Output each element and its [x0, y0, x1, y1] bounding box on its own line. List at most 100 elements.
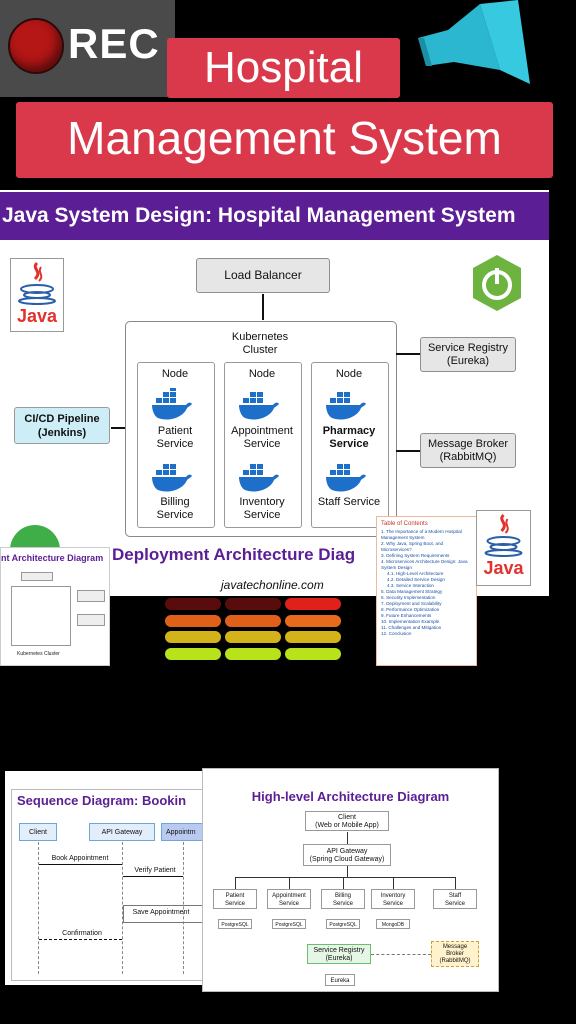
docker-icon: [152, 464, 192, 492]
eq-bar: [225, 631, 281, 643]
seq-msg-4: Confirmation: [62, 930, 102, 937]
seq-appointment: Appointm: [161, 823, 204, 841]
sequence-diagram-panel: Sequence Diagram: Bookin Client API Gate…: [5, 771, 206, 985]
toc-item[interactable]: 4.2. Detailed Service Design: [387, 577, 445, 582]
kubernetes-cluster: [125, 321, 397, 537]
seq-lifeline: [183, 842, 184, 974]
hl-bus: [235, 877, 455, 878]
java-logo: Java: [10, 258, 64, 332]
toc-item[interactable]: 11. Challenges and Mitigation: [381, 625, 442, 630]
seq-gateway: API Gateway: [89, 823, 155, 841]
node-label: Node: [248, 368, 276, 380]
site-label: javatechonline.com: [221, 578, 324, 592]
eq-bar: [225, 615, 281, 627]
pharmacy-service-label: Pharmacy Service: [322, 425, 376, 450]
record-dot-icon: [8, 18, 64, 74]
node-2: [224, 362, 302, 528]
high-level-diagram-panel: High-level Architecture Diagram Client (…: [202, 768, 499, 992]
thumb-registry: [77, 590, 105, 602]
eq-bar: [225, 648, 281, 660]
seq-msg-1: Book Appointment: [51, 855, 109, 862]
eq-bar: [165, 631, 221, 643]
broker-arrow: [396, 450, 420, 452]
seq-arrow: [123, 876, 183, 877]
hl-gateway: API Gateway (Spring Cloud Gateway): [303, 844, 391, 866]
java-logo-text: Java: [483, 558, 524, 578]
node-label: Node: [161, 368, 189, 380]
toc-item[interactable]: 5. Data Management Strategy: [381, 589, 443, 594]
cicd-arrow: [111, 427, 125, 429]
seq-title: Sequence Diagram: Bookin: [17, 793, 187, 808]
hl-service: Inventory Service: [371, 889, 415, 909]
thumb-broker: [77, 614, 105, 626]
thumb-cluster: [11, 586, 71, 646]
docker-icon: [326, 464, 366, 492]
hl-db: PostgreSQL: [218, 919, 252, 929]
hl-service: Appointment Service: [267, 889, 311, 909]
toc-item[interactable]: 10. Implementation Example: [381, 619, 440, 624]
seq-arrow: [39, 864, 122, 865]
eq-bar: [165, 615, 221, 627]
seq-client: Client: [19, 823, 57, 841]
hl-connector: [455, 877, 456, 889]
hl-connector: [393, 877, 394, 889]
seq-msg-2: Verify Patient: [134, 867, 176, 874]
toc-item[interactable]: 4. Microservices Architecture Design: Ja…: [381, 559, 468, 570]
eq-bar: [225, 598, 281, 610]
megaphone-icon: [418, 0, 530, 84]
hl-arrow: [347, 866, 348, 877]
toc-item[interactable]: 6. Security Implementation: [381, 595, 436, 600]
seq-return-arrow: [39, 939, 122, 940]
hl-arrow: [347, 832, 348, 844]
eq-bar: [285, 648, 341, 660]
java-logo-text: Java: [16, 306, 58, 326]
message-broker-box: Message Broker (RabbitMQ): [420, 433, 516, 468]
node-label: Node: [335, 368, 363, 380]
thumb-title: nt Architecture Diagram: [1, 553, 104, 563]
eq-bar: [285, 615, 341, 627]
hl-db: MongoDB: [376, 919, 410, 929]
eq-bar: [285, 631, 341, 643]
docker-icon: [152, 388, 192, 420]
docker-icon: [326, 392, 366, 420]
seq-msg-3: Save Appointment: [132, 909, 190, 916]
appointment-service-label: Appointment Service: [231, 425, 293, 450]
toc-item[interactable]: 9. Future Enhancements: [381, 613, 432, 618]
title-line-2: Management System: [16, 102, 553, 178]
registry-arrow: [396, 353, 420, 355]
staff-service-label: Staff Service: [317, 496, 381, 508]
toc-item[interactable]: 4.3. Service Interaction: [387, 583, 434, 588]
toc-item[interactable]: 3. Defining System Requirements: [381, 553, 450, 558]
thumb-caption: Kubernetes Cluster: [17, 651, 60, 657]
inventory-service-label: Inventory Service: [239, 496, 285, 521]
node-1: [137, 362, 215, 528]
eq-bar: [165, 648, 221, 660]
eq-bar: [285, 598, 341, 610]
docker-icon: [239, 464, 279, 492]
toc-item[interactable]: 4.1. High-Level Architecture: [387, 571, 444, 576]
toc-title: Table of Contents: [381, 521, 428, 527]
toc-item[interactable]: 8. Performance Optimization: [381, 607, 440, 612]
hl-client: Client (Web or Mobile App): [305, 811, 389, 831]
toc-list: 1. The Importance of a Modern Hospital M…: [377, 529, 476, 637]
docker-icon: [239, 392, 279, 420]
hl-db: PostgreSQL: [272, 919, 306, 929]
thumb-lb: [21, 572, 53, 581]
slide-title: Java System Design: Hospital Management …: [0, 192, 549, 240]
rec-label: REC: [68, 20, 160, 67]
deployment-thumbnail: nt Architecture Diagram Kubernetes Clust…: [0, 547, 110, 666]
seq-frame: [11, 789, 206, 981]
patient-service-label: Patient Service: [156, 425, 194, 450]
hl-eureka: Eureka: [325, 974, 355, 986]
eq-bar: [165, 598, 221, 610]
hl-connector: [235, 877, 236, 889]
toc-item[interactable]: 2. Why Java, Spring Boot, and Microservi…: [381, 541, 444, 552]
seq-lifeline: [122, 842, 123, 974]
toc-item[interactable]: 1. The Importance of a Modern Hospital M…: [381, 529, 462, 540]
cicd-pipeline-box: CI/CD Pipeline (Jenkins): [14, 407, 110, 444]
toc-item[interactable]: 7. Deployment and Scalability: [381, 601, 442, 606]
spring-boot-icon: [473, 255, 521, 311]
hl-title: High-level Architecture Diagram: [251, 789, 450, 804]
cluster-title: Kubernetes Cluster: [231, 331, 289, 356]
toc-item[interactable]: 12. Conclusion: [381, 631, 412, 636]
